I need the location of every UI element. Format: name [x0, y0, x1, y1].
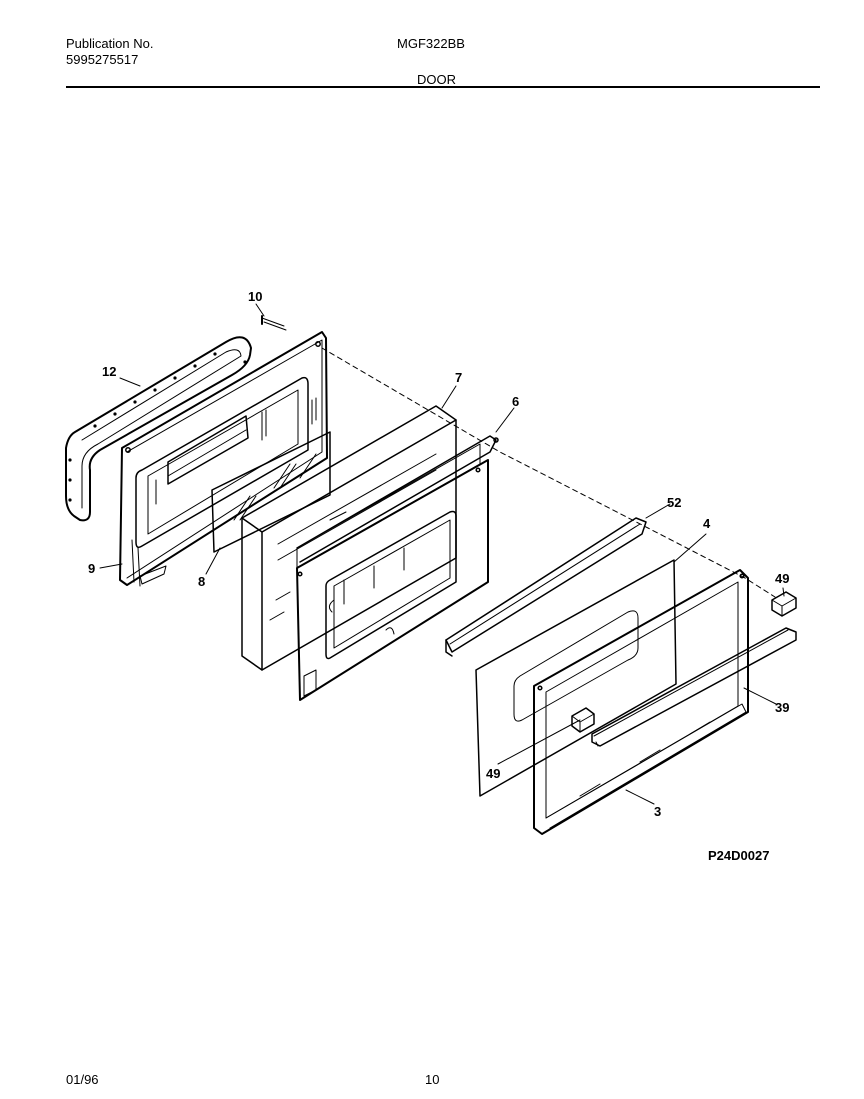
inner-door-liner	[119, 315, 328, 587]
callout-6: 6	[512, 394, 519, 409]
door-gasket	[65, 336, 252, 522]
callout-8: 8	[198, 574, 205, 589]
page-number: 10	[425, 1072, 440, 1087]
outer-glass	[475, 559, 677, 797]
callout-52: 52	[667, 495, 681, 510]
callout-7: 7	[455, 370, 462, 385]
callout-49-left: 49	[486, 766, 500, 781]
header-rule	[66, 86, 820, 88]
handle-end-cap-left	[571, 707, 595, 733]
publication-label: Publication No.	[66, 36, 154, 51]
outer-door-frame	[533, 569, 749, 835]
footer-date: 01/96	[66, 1072, 99, 1087]
callout-3: 3	[654, 804, 661, 819]
model-number: MGF322BB	[397, 36, 465, 51]
callout-9: 9	[88, 561, 95, 576]
callout-4: 4	[703, 516, 711, 531]
section-title: DOOR	[417, 72, 456, 87]
callout-39: 39	[775, 700, 789, 715]
door-handle	[591, 627, 797, 747]
callout-49-right: 49	[775, 571, 789, 586]
inner-glass	[211, 431, 331, 553]
door-trim-strip	[445, 517, 647, 657]
diagram-code: P24D0027	[708, 848, 770, 863]
door-frame-panel	[296, 435, 499, 701]
callout-10: 10	[248, 289, 262, 304]
callout-leaders	[99, 303, 785, 805]
handle-end-cap-right	[771, 591, 797, 617]
alignment-line	[321, 347, 776, 598]
publication-number: 5995275517	[66, 52, 139, 67]
callout-12: 12	[102, 364, 116, 379]
